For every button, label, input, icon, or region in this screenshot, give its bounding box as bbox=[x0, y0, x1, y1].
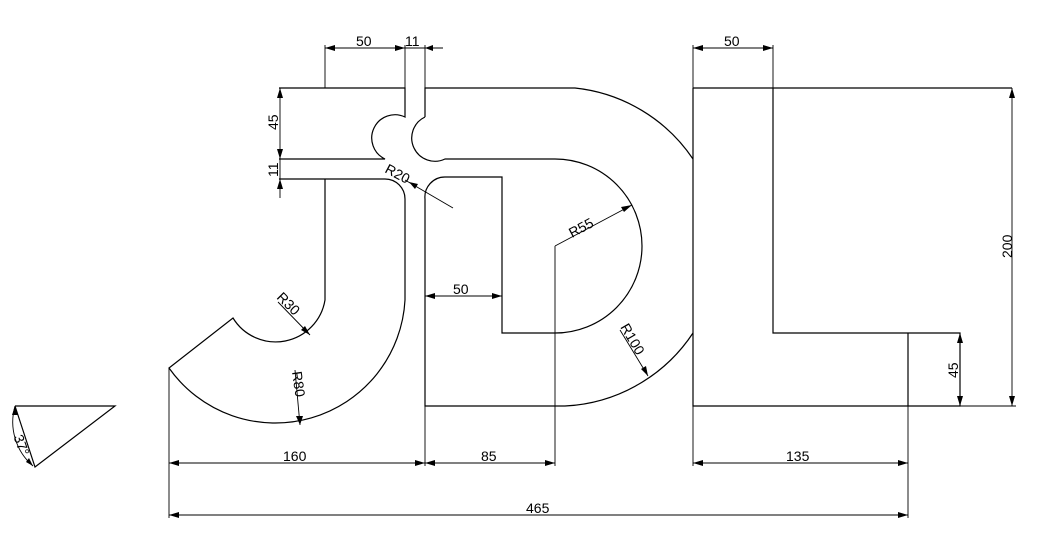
bottom-dimensions: 160 85 135 465 bbox=[168, 246, 909, 518]
dim-top-50-j: 50 bbox=[356, 33, 372, 49]
top-dimensions: 50 11 50 bbox=[324, 33, 774, 117]
j-stem-and-hook bbox=[168, 178, 406, 424]
dim-right-200: 200 bbox=[999, 234, 1015, 258]
dim-bottom-160: 160 bbox=[283, 448, 307, 464]
dim-left-45: 45 bbox=[265, 114, 281, 130]
j-top-left-arm bbox=[279, 87, 406, 160]
dim-bottom-135: 135 bbox=[786, 448, 810, 464]
dim-inner-50: 50 bbox=[453, 281, 469, 297]
letter-d-outline bbox=[411, 87, 694, 407]
dim-left-11: 11 bbox=[265, 162, 281, 177]
radius-r80-label: R80 bbox=[289, 370, 308, 398]
letter-j-outline bbox=[168, 87, 406, 424]
d-outer-contour bbox=[424, 87, 694, 160]
radius-r30-label: R30 bbox=[274, 289, 304, 319]
radius-r55-label: R55 bbox=[566, 214, 596, 240]
radius-r100-label: R100 bbox=[617, 321, 648, 358]
dim-top-50-l: 50 bbox=[724, 33, 740, 49]
angle-label: 37° bbox=[11, 432, 33, 457]
inner-dimension: 50 bbox=[425, 281, 502, 299]
l-contour bbox=[692, 87, 1012, 407]
dim-right-45: 45 bbox=[945, 362, 961, 378]
left-dimensions: 45 11 bbox=[265, 88, 283, 198]
d-top-inner-arm bbox=[411, 116, 694, 407]
dim-bottom-465: 465 bbox=[526, 500, 550, 516]
right-dimensions: 200 45 bbox=[945, 88, 1016, 407]
dim-top-11: 11 bbox=[405, 33, 420, 49]
angle-triangle: 37° bbox=[11, 405, 117, 468]
letter-l-outline bbox=[692, 87, 1012, 407]
dim-bottom-85: 85 bbox=[481, 448, 497, 464]
